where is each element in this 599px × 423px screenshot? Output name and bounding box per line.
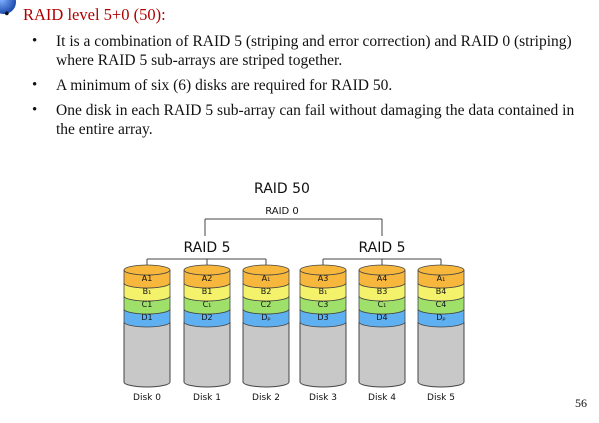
disk-block-label: A4 (377, 274, 388, 283)
disk-top (242, 264, 290, 276)
slide-logo (0, 0, 16, 14)
disk-label: Disk 1 (193, 393, 221, 403)
disk-block-label: Dₚ (436, 313, 446, 322)
bullet-text: One disk in each RAID 5 sub-array can fa… (56, 102, 575, 138)
disk-label: Disk 3 (309, 393, 337, 403)
diagram-title: RAID 50 (254, 181, 310, 197)
disk-block-label: A₁ (262, 274, 271, 283)
disk-block-label: C2 (261, 300, 272, 309)
disk-block-label: B₁ (143, 287, 152, 296)
bullet-text: A minimum of six (6) disks are required … (56, 77, 393, 94)
bullet-dot: • (32, 77, 38, 93)
disk-block-label: Dₚ (261, 313, 271, 322)
disk-body (183, 322, 231, 388)
raid0-connector (204, 218, 383, 236)
heading-bullet: • (4, 6, 10, 23)
disk-block-label: B3 (377, 287, 388, 296)
diagram-subtitle: RAID 0 (265, 206, 299, 217)
page-number: 56 (575, 396, 587, 410)
disk-block-label: B₁ (319, 287, 328, 296)
disk-block-label: D1 (141, 313, 152, 322)
disk-top (417, 264, 465, 276)
disk-block-label: D4 (376, 313, 387, 322)
disk-block-label: B1 (202, 287, 213, 296)
disk-label: Disk 5 (427, 393, 455, 403)
disk-body (123, 322, 171, 388)
disk-block-label: B4 (436, 287, 447, 296)
slide-heading: RAID level 5+0 (50): (23, 5, 166, 24)
bullet-list: • It is a combination of RAID 5 (stripin… (26, 32, 586, 145)
disk-label: Disk 0 (133, 393, 161, 403)
disk-top (183, 264, 231, 276)
bullet-dot: • (32, 102, 38, 118)
disk-5: Dₚ C4 B4 A₁ Disk 5 (417, 264, 465, 403)
group-label-raid5-right: RAID 5 (358, 240, 405, 256)
disk-block-label: C₁ (203, 300, 212, 309)
bullet-item: • A minimum of six (6) disks are require… (26, 76, 586, 95)
disk-body (299, 322, 347, 388)
disk-block-label: D3 (317, 313, 328, 322)
disk-body (358, 322, 406, 388)
bullet-dot: • (32, 33, 38, 49)
bullet-item: • One disk in each RAID 5 sub-array can … (26, 101, 586, 139)
disk-body (417, 322, 465, 388)
disk-body (242, 322, 290, 388)
disk-block-label: C3 (318, 300, 329, 309)
disk-block-label: A3 (318, 274, 329, 283)
disk-block-label: C1 (142, 300, 153, 309)
disk-block-label: C₁ (378, 300, 387, 309)
disk-block-label: B2 (261, 287, 272, 296)
disk-block-label: A2 (202, 274, 213, 283)
disk-block-label: C4 (436, 300, 447, 309)
disk-top (358, 264, 406, 276)
disk-label: Disk 2 (252, 393, 280, 403)
group-label-raid5-left: RAID 5 (183, 240, 230, 256)
disk-top (299, 264, 347, 276)
bullet-item: • It is a combination of RAID 5 (stripin… (26, 32, 586, 70)
disk-block-label: A1 (142, 274, 153, 283)
disk-top (123, 264, 171, 276)
disk-2: Dₚ C2 B2 A₁ Disk 2 (242, 264, 290, 403)
disk-block-label: D2 (201, 313, 212, 322)
disk-label: Disk 4 (368, 393, 396, 403)
disk-block-label: A₁ (437, 274, 446, 283)
bullet-text: It is a combination of RAID 5 (striping … (56, 33, 572, 69)
